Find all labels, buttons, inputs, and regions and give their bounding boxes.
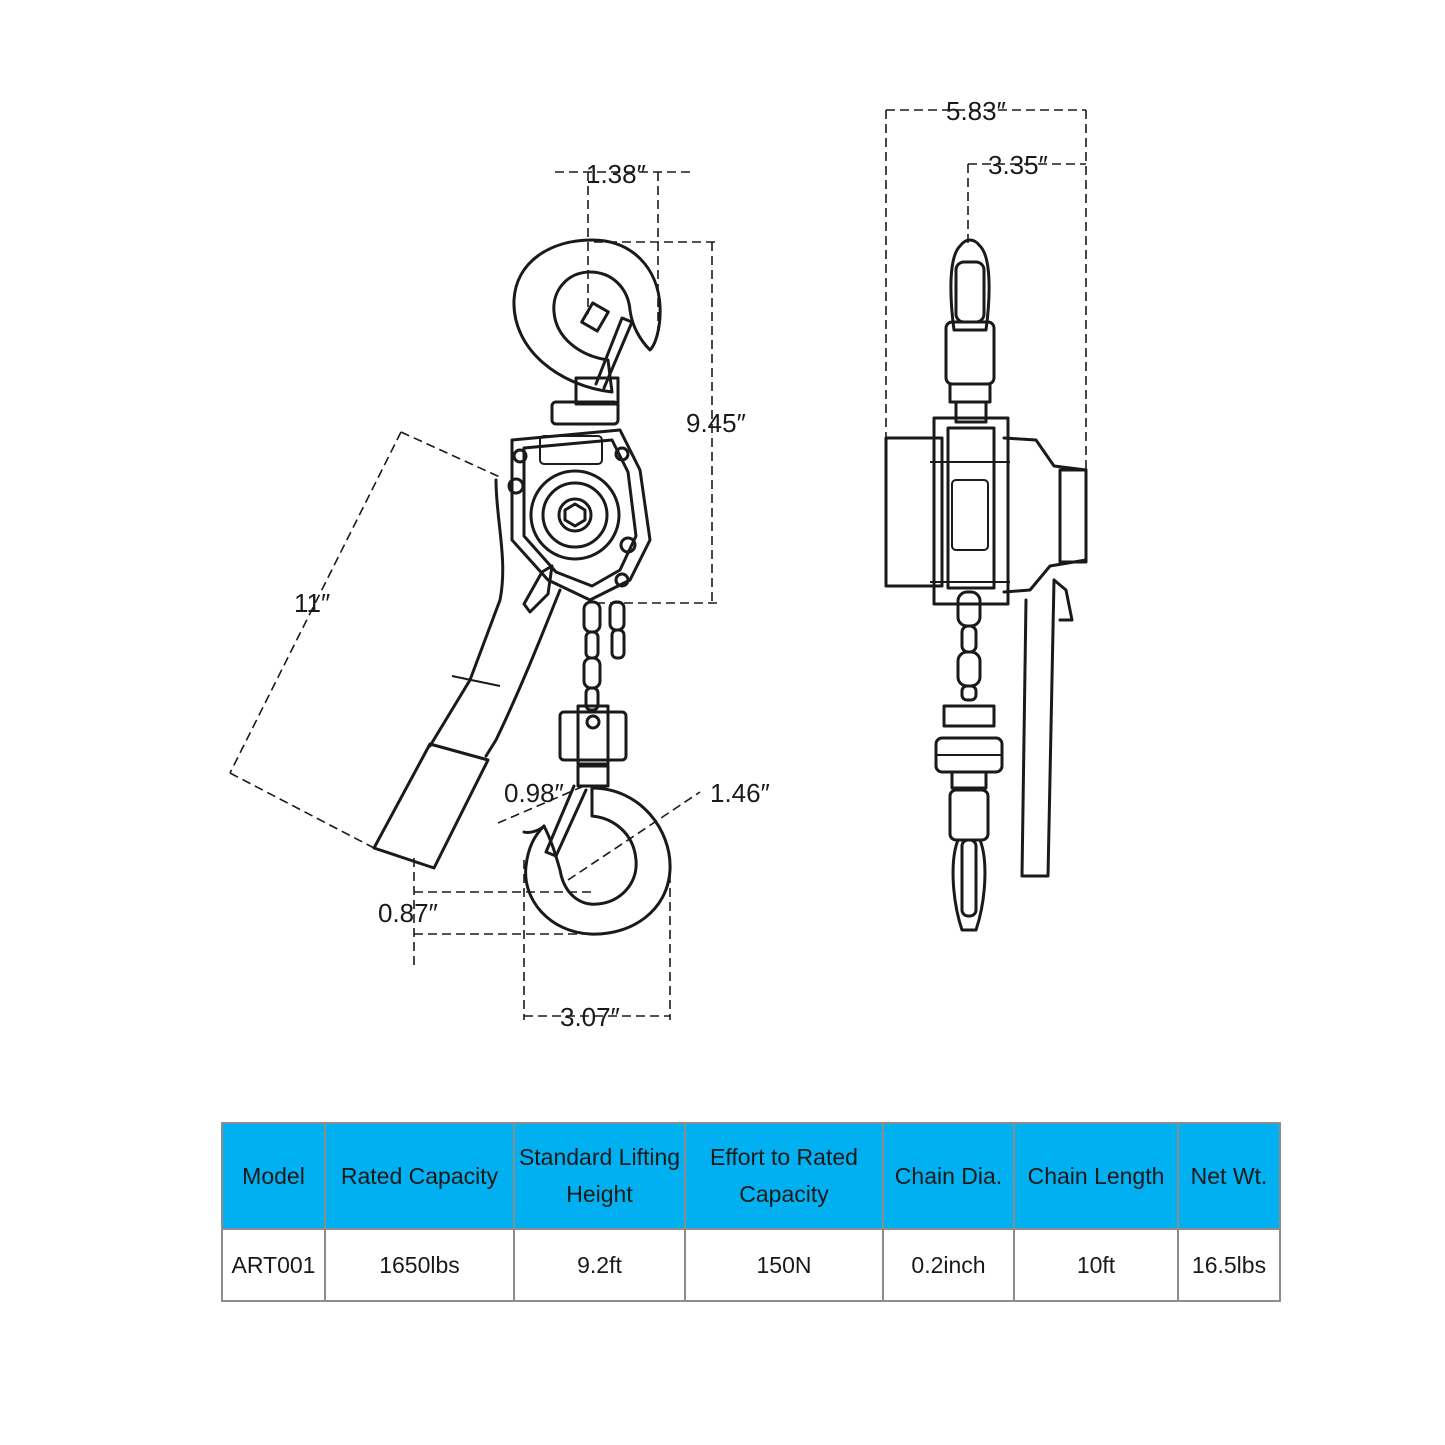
top-hook [512, 238, 662, 426]
side-body [884, 416, 1088, 606]
dim-1-38: 1.38″ [586, 159, 646, 189]
cell-model: ART001 [221, 1228, 326, 1302]
bottom-block [558, 704, 628, 788]
lever-handle [372, 478, 562, 870]
header-chain-length: Chain Length [1013, 1122, 1179, 1230]
side-bottom-block [934, 704, 1004, 790]
side-chain [956, 590, 982, 702]
dim-3-07: 3.07″ [560, 1002, 620, 1032]
side-view: 5.83″ 3.35″ [884, 96, 1088, 932]
cell-lifting-height: 9.2ft [513, 1228, 686, 1302]
spec-table: Model Rated Capacity Standard Lifting He… [221, 1122, 1281, 1302]
dim-9-45: 9.45″ [686, 408, 746, 438]
header-rated-capacity: Rated Capacity [324, 1122, 515, 1230]
header-standard-lifting-height: Standard Lifting Height [513, 1122, 686, 1230]
side-dimensions [885, 109, 1087, 470]
cell-net-wt: 16.5lbs [1177, 1228, 1281, 1302]
header-effort-to-rated-capacity: Effort to Rated Capacity [684, 1122, 884, 1230]
header-chain-dia: Chain Dia. [882, 1122, 1015, 1230]
front-view: 1.38″ 9.45″ 11″ 0.98″ 1.46″ 0.87″ 3.07″ [229, 159, 770, 1032]
side-top-hook [944, 238, 996, 424]
dim-1-46: 1.46″ [710, 778, 770, 808]
load-chain [582, 600, 626, 712]
table-row: ART001 1650lbs 9.2ft 150N 0.2inch 10ft 1… [221, 1228, 1281, 1302]
side-handle [1020, 578, 1074, 878]
header-net-wt: Net Wt. [1177, 1122, 1281, 1230]
dim-11: 11″ [294, 588, 330, 618]
dim-5-83: 5.83″ [946, 96, 1006, 126]
dim-0-87: 0.87″ [378, 898, 438, 928]
cell-effort: 150N [684, 1228, 884, 1302]
cell-chain-length: 10ft [1013, 1228, 1179, 1302]
technical-drawing: 1.38″ 9.45″ 11″ 0.98″ 1.46″ 0.87″ 3.07″ [229, 96, 1088, 1032]
front-dimensions [229, 171, 720, 1020]
side-bottom-hook [948, 788, 990, 932]
dim-3-35: 3.35″ [988, 150, 1048, 180]
cell-rated-capacity: 1650lbs [324, 1228, 515, 1302]
cell-chain-dia: 0.2inch [882, 1228, 1015, 1302]
dim-0-98: 0.98″ [504, 778, 564, 808]
table-header-row: Model Rated Capacity Standard Lifting He… [221, 1122, 1281, 1230]
header-model: Model [221, 1122, 326, 1230]
hoist-body [507, 428, 652, 614]
